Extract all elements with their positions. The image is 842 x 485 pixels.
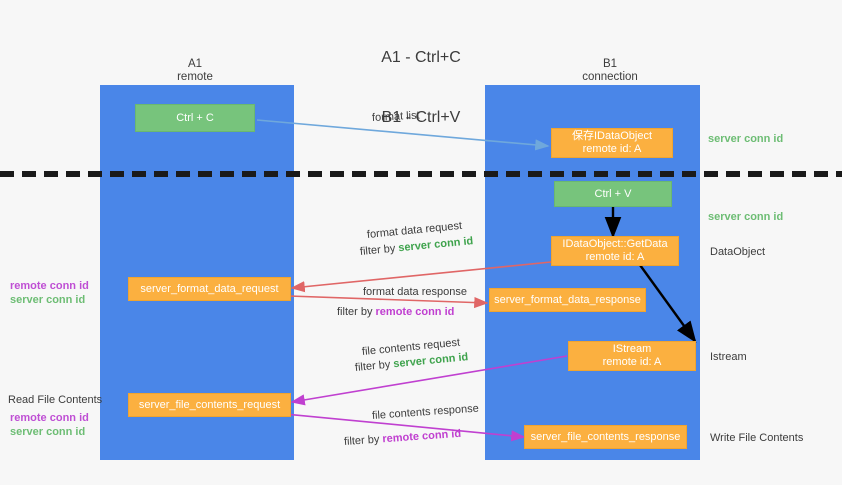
box-server-format-data-response[interactable]: server_format_data_response [489, 288, 646, 312]
left-label-conn-ids-1: remote conn id server conn id [10, 279, 89, 307]
right-label-istream: Istream [710, 350, 747, 364]
lane-a1-subtitle: remote [177, 71, 213, 83]
right-label-text: DataObject [710, 246, 766, 258]
right-label-server-conn-id-top: server conn id [708, 132, 783, 146]
right-label-text: Write File Contents [710, 432, 804, 444]
box-istream[interactable]: IStream remote id: A [568, 341, 696, 371]
title-line-1: A1 - Ctrl+C [381, 49, 461, 66]
box-server-file-contents-response[interactable]: server_file_contents_response [524, 425, 687, 449]
left-label-text: Read File Contents [8, 394, 103, 406]
lane-b1-title: B1 [602, 58, 618, 70]
box-getdata-line1: IDataObject::GetData [562, 238, 668, 250]
edge-label-format-data-response: format data response [363, 286, 467, 298]
box-save-idataobject[interactable]: 保存IDataObject remote id: A [551, 128, 673, 158]
right-label-server-conn-id-mid: server conn id [708, 210, 783, 224]
box-idataobject-getdata[interactable]: IDataObject::GetData remote id: A [551, 236, 679, 266]
left-label-server-conn-id-1: server conn id [10, 294, 86, 306]
box-save-idataobject-line1: 保存IDataObject [571, 130, 653, 142]
box-getdata-line2: remote id: A [585, 251, 645, 263]
box-ctrl-v[interactable]: Ctrl + V [554, 181, 672, 207]
filter-key-server-conn-id: server conn id [397, 235, 474, 255]
right-label-text: Istream [710, 351, 747, 363]
edge-label-file-contents-response: file contents response [371, 402, 480, 422]
box-server-format-data-response-label: server_format_data_response [494, 293, 641, 306]
box-server-file-contents-request[interactable]: server_file_contents_request [128, 393, 291, 417]
box-server-file-contents-request-label: server_file_contents_request [138, 398, 281, 411]
filter-prefix: filter by [343, 433, 383, 448]
box-server-file-contents-response-label: server_file_contents_response [530, 430, 681, 443]
lane-header-b1: B1 connection [540, 58, 680, 84]
edge-label-format-list: format list [371, 109, 420, 124]
dashed-separator [0, 171, 842, 177]
box-ctrl-c[interactable]: Ctrl + C [135, 104, 255, 132]
filter-key-remote-conn-id: remote conn id [382, 427, 462, 446]
box-server-format-data-request[interactable]: server_format_data_request [128, 277, 291, 301]
filter-key-remote-conn-id: remote conn id [375, 306, 455, 318]
left-label-remote-conn-id-1: remote conn id [10, 280, 89, 292]
box-istream-line2: remote id: A [602, 356, 662, 368]
lane-b1-subtitle: connection [582, 71, 638, 83]
edge-label-format-data-response-filter: filter by remote conn id [337, 305, 454, 319]
box-ctrl-v-label: Ctrl + V [594, 187, 632, 200]
lane-header-a1: A1 remote [130, 58, 260, 84]
edge-label-file-contents-response-filter: filter by remote conn id [344, 427, 462, 449]
right-label-text: server conn id [708, 133, 784, 145]
left-label-server-conn-id-2: server conn id [10, 426, 86, 438]
box-save-idataobject-line2: remote id: A [582, 143, 642, 155]
box-server-format-data-request-label: server_format_data_request [140, 282, 279, 295]
filter-prefix: filter by [359, 242, 399, 258]
left-label-read-file-contents: Read File Contents [8, 393, 102, 407]
filter-prefix: filter by [354, 358, 394, 374]
left-label-remote-conn-id-2: remote conn id [10, 412, 89, 424]
filter-prefix: filter by [337, 306, 376, 318]
right-label-dataobject: DataObject [710, 245, 765, 259]
box-ctrl-c-label: Ctrl + C [176, 111, 214, 124]
lane-a1-title: A1 [187, 58, 203, 70]
box-istream-line1: IStream [612, 343, 652, 355]
right-label-text: server conn id [708, 211, 784, 223]
left-label-conn-ids-2: remote conn id server conn id [10, 411, 89, 439]
right-label-write-file-contents: Write File Contents [710, 431, 803, 445]
